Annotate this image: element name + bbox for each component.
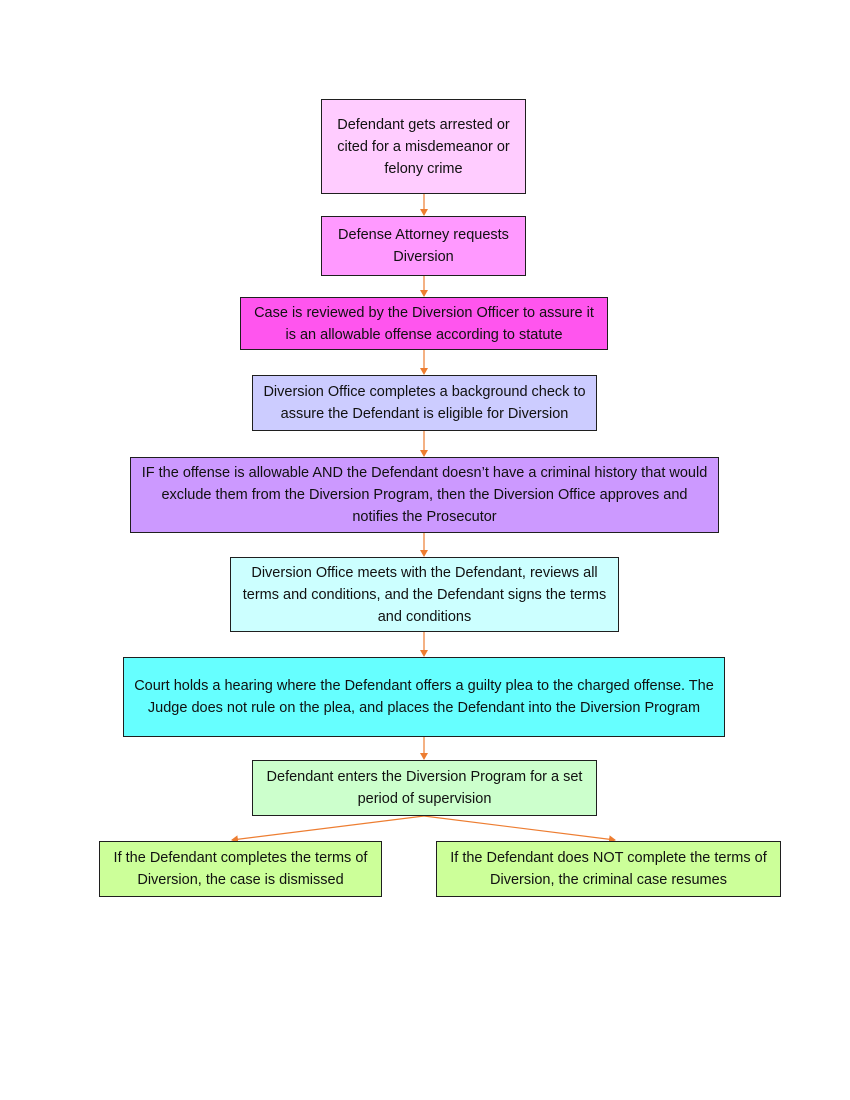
step-request-text: Defense Attorney requests Diversion [338,227,509,265]
step-background-text: Diversion Office completes a background … [263,384,586,422]
arrow-supervision-to-resumes [423,815,616,844]
outcome-dismissed-text: If the Defendant completes the terms of … [113,850,368,888]
outcome-resumes-box: If the Defendant does NOT complete the t… [436,841,781,897]
step-hearing-box: Court holds a hearing where the Defendan… [123,657,725,737]
step-request-box: Defense Attorney requests Diversion [321,216,526,276]
arrow-supervision-to-dismissed [231,815,425,844]
step-hearing-text: Court holds a hearing where the Defendan… [134,678,714,716]
step-arrest-text: Defendant gets arrested or cited for a m… [337,116,510,177]
step-background-box: Diversion Office completes a background … [252,375,597,431]
step-approval-box: IF the offense is allowable AND the Defe… [130,457,719,533]
step-review-box: Case is reviewed by the Diversion Office… [240,297,608,350]
step-meeting-text: Diversion Office meets with the Defendan… [242,564,607,625]
step-approval-text: IF the offense is allowable AND the Defe… [141,465,708,525]
outcome-dismissed-box: If the Defendant completes the terms of … [99,841,382,897]
step-arrest-box: Defendant gets arrested or cited for a m… [321,99,526,194]
step-supervision-text: Defendant enters the Diversion Program f… [266,769,583,807]
outcome-resumes-text: If the Defendant does NOT complete the t… [450,850,767,888]
step-review-text: Case is reviewed by the Diversion Office… [254,304,594,343]
step-supervision-box: Defendant enters the Diversion Program f… [252,760,597,816]
step-meeting-box: Diversion Office meets with the Defendan… [230,557,619,632]
